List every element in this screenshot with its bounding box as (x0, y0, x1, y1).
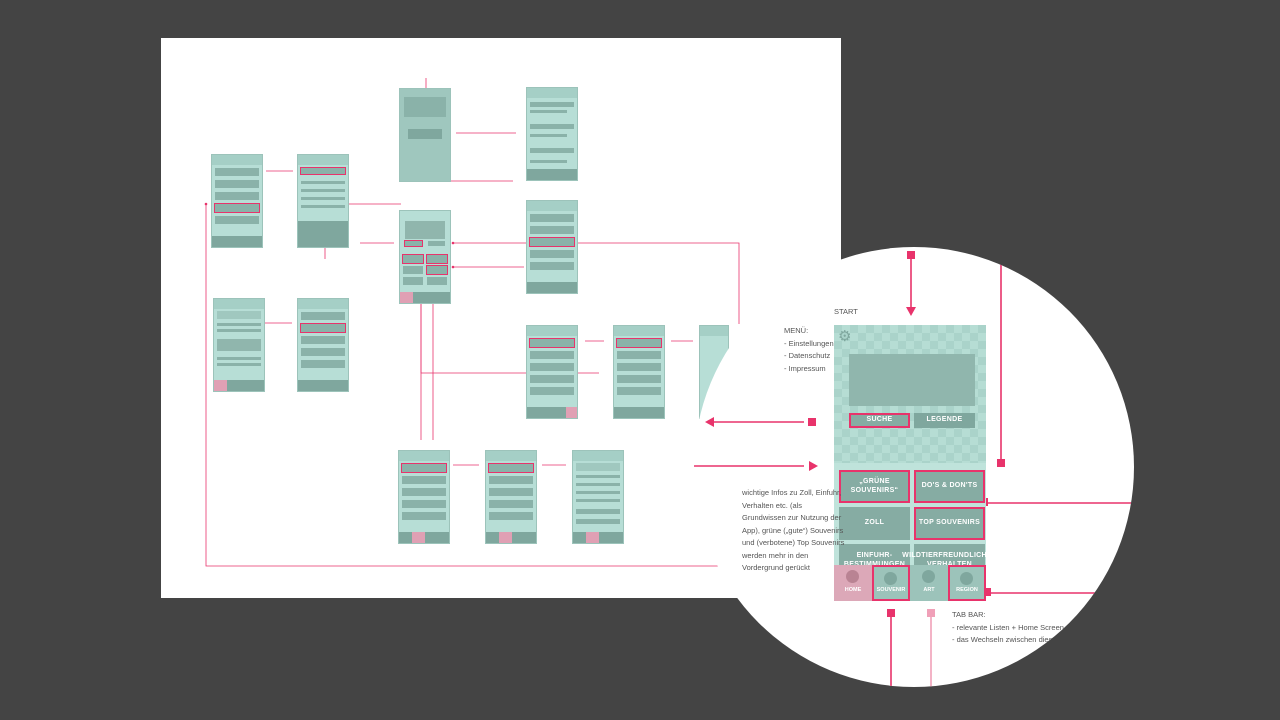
tab-souvenir-label: SOUVENIR (876, 587, 906, 593)
start-screen-phone: ⚙ SUCHE LEGENDE „GRÜNE SOUVENIRS“ DO'S &… (834, 325, 997, 601)
top-souvenirs-button[interactable]: TOP SOUVENIRS (914, 507, 985, 540)
wireframe-splash (399, 88, 451, 182)
home-tab-icon (846, 570, 859, 583)
tab-home[interactable]: HOME (834, 565, 872, 601)
hero-image-placeholder (849, 354, 975, 406)
wireframe-region-detail (613, 325, 665, 419)
tab-region[interactable]: REGION (948, 565, 986, 601)
wireframe-region-list (526, 325, 578, 419)
info-note: wichtige Infos zu Zoll, Einfuhr, Verhalt… (742, 488, 845, 572)
wireframe-dos-donts (526, 87, 578, 181)
tab-art-label: ART (923, 587, 935, 593)
hero-area: ⚙ SUCHE LEGENDE (834, 325, 986, 463)
gear-icon[interactable]: ⚙ (838, 328, 852, 345)
wireframe-sheet (161, 38, 841, 598)
art-tab-icon (922, 570, 935, 583)
souvenir-tab-icon (884, 572, 897, 585)
wireframe-list-left (297, 298, 349, 392)
green-souvenirs-button[interactable]: „GRÜNE SOUVENIRS“ (839, 470, 910, 503)
search-button[interactable]: SUCHE (849, 413, 910, 428)
start-screen-title: START (834, 307, 858, 316)
wireframe-souvenir-detail (572, 450, 624, 544)
dos-donts-button[interactable]: DO'S & DON'TS (914, 470, 985, 503)
legend-button[interactable]: LEGENDE (914, 413, 975, 428)
customs-button[interactable]: ZOLL (839, 507, 910, 540)
tab-art[interactable]: ART (910, 565, 948, 601)
menu-note: MENÜ: - Einstellungen - Datenschutz - Im… (784, 326, 834, 373)
tab-bar: HOME SOUVENIR ART REGION (834, 565, 986, 601)
wireframe-top-souvenirs (526, 200, 578, 294)
tab-region-label: REGION (956, 587, 978, 593)
region-tab-icon (960, 572, 973, 585)
wireframe-souvenir-sublist (485, 450, 537, 544)
magnifier-lens: START MENÜ: - Einstellungen - Datenschut… (694, 247, 1134, 687)
wireframe-search (297, 154, 349, 248)
tab-souvenir[interactable]: SOUVENIR (872, 565, 910, 601)
lens-connectors (694, 251, 1134, 687)
wireframe-souvenir-list (211, 154, 263, 248)
tabbar-note: TAB BAR: - relevante Listen + Home Scree… (952, 610, 1084, 644)
tab-home-label: HOME (844, 587, 862, 593)
wireframe-start (399, 210, 451, 304)
wireframe-detail-left (213, 298, 265, 392)
wireframe-souvenir-type-list (398, 450, 450, 544)
